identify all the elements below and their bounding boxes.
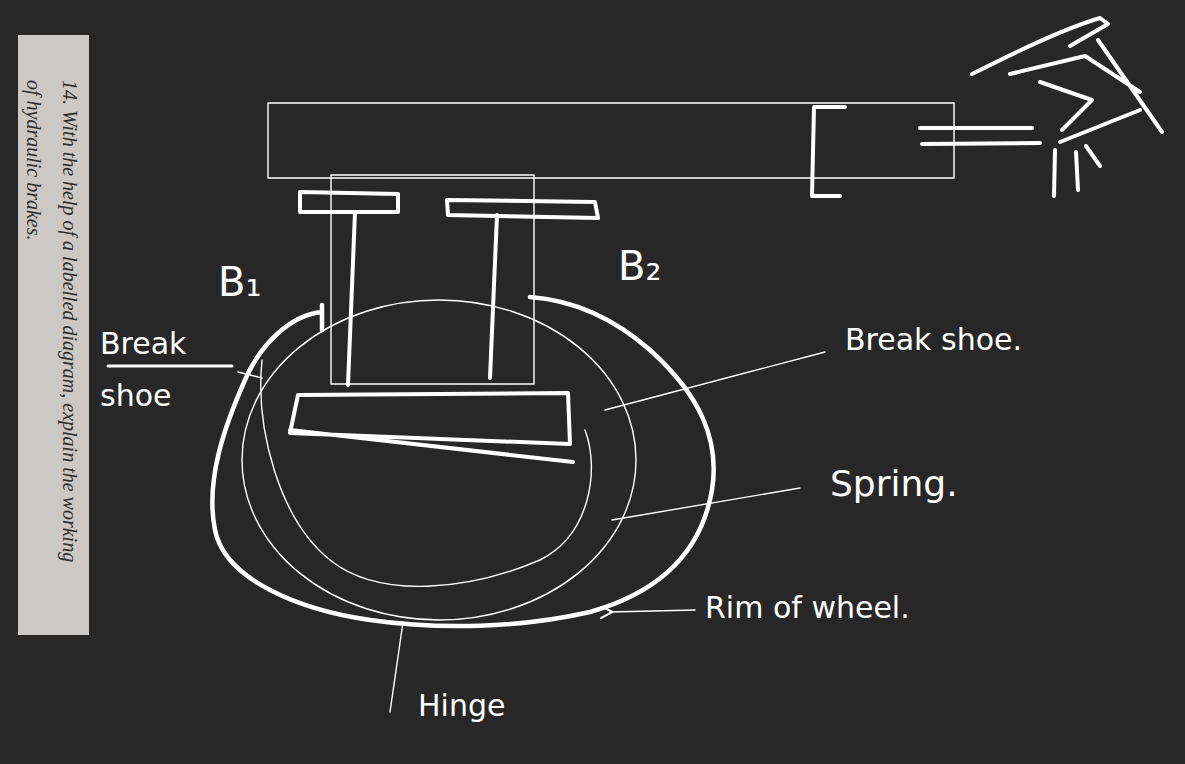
part-label: B₂ bbox=[618, 242, 661, 290]
underline bbox=[108, 365, 232, 368]
master-cylinder bbox=[268, 103, 954, 178]
part-label: Break shoe. bbox=[845, 322, 1022, 358]
spring-outline bbox=[261, 360, 592, 586]
part-label: B₁ bbox=[218, 258, 261, 306]
question-text: 14. With the help of a labelled diagram,… bbox=[16, 80, 88, 580]
piston-rod bbox=[490, 215, 497, 378]
leader-line bbox=[238, 372, 262, 378]
piston-b1 bbox=[300, 192, 398, 212]
wheel-rim bbox=[212, 297, 713, 626]
piston-rod bbox=[348, 212, 355, 385]
leader-line bbox=[612, 488, 800, 520]
piston-bracket bbox=[812, 107, 845, 196]
brake-shoe bbox=[290, 393, 573, 462]
piston-b2 bbox=[447, 200, 598, 218]
leader-arrow bbox=[610, 610, 695, 612]
part-label: Rim of wheel. bbox=[705, 590, 910, 626]
part-label: Break shoe bbox=[100, 318, 195, 422]
leader-line bbox=[605, 352, 825, 410]
leader-line bbox=[390, 622, 403, 712]
brake-pedal bbox=[972, 18, 1162, 196]
part-label: Spring. bbox=[830, 462, 958, 505]
pedal-rod bbox=[920, 128, 1040, 144]
part-label: Hinge bbox=[418, 688, 505, 724]
wheel-cylinder bbox=[331, 175, 534, 384]
wheel-drum bbox=[242, 300, 636, 620]
